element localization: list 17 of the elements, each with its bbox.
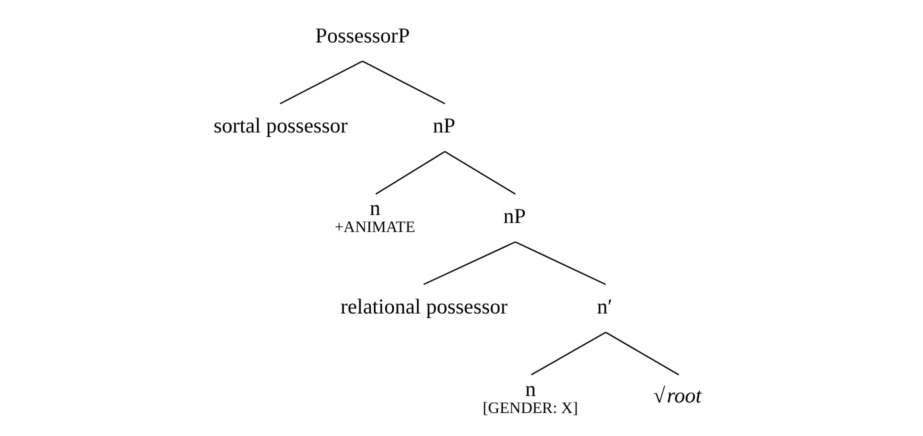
connector	[362, 60, 446, 104]
node-text: nP	[432, 114, 456, 138]
node-text: PossessorP	[315, 23, 410, 48]
node-text: n [GENDER: X]	[482, 376, 578, 417]
connector	[280, 60, 363, 104]
connector	[444, 150, 516, 195]
node-text: √root	[654, 383, 702, 408]
connector	[515, 241, 606, 286]
node-text: n +ANIMATE	[334, 196, 416, 236]
connector	[605, 332, 680, 376]
node-text: n′	[597, 294, 612, 318]
connector	[423, 241, 516, 286]
connector	[530, 332, 606, 376]
node-text: nP	[503, 204, 526, 228]
node-text: sortal possessor	[214, 114, 348, 138]
connector	[375, 150, 446, 195]
node-text: relational possessor	[340, 294, 508, 318]
